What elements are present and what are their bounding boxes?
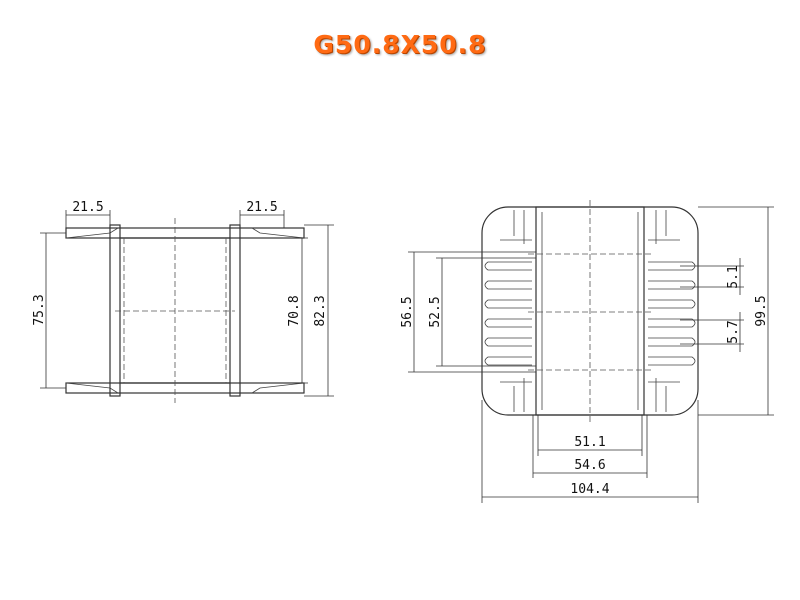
dim-51-1: 51.1	[574, 435, 605, 450]
side-view: 21.5 21.5 75.3 70.8 82.3	[32, 200, 334, 403]
dim-flange-left: 21.5	[72, 200, 103, 215]
dim-pitch-1: 5.1	[726, 265, 741, 288]
bottom-flange	[65, 382, 305, 394]
drawing-title: G50.8X50.8	[313, 30, 487, 59]
dim-pitch-2: 5.7	[726, 320, 741, 343]
right-fins	[648, 210, 696, 412]
dim-outer: 82.3	[313, 295, 328, 326]
dim-inner: 70.8	[287, 295, 302, 326]
top-flange	[65, 227, 305, 239]
dim-width: 104.4	[570, 482, 609, 497]
central-core	[535, 206, 645, 416]
dim-flange-right: 21.5	[246, 200, 277, 215]
dim-54-6: 54.6	[574, 458, 605, 473]
right-post	[229, 224, 241, 397]
dim-height: 99.5	[754, 295, 769, 326]
front-view: 56.5 52.5 5.1 5.7 99.5 51.1 54.6	[400, 200, 774, 503]
left-post	[109, 224, 121, 397]
dim-height-left: 75.3	[32, 294, 47, 325]
dim-56-5: 56.5	[400, 296, 415, 327]
dim-52-5: 52.5	[428, 296, 443, 327]
left-fins	[484, 210, 532, 412]
